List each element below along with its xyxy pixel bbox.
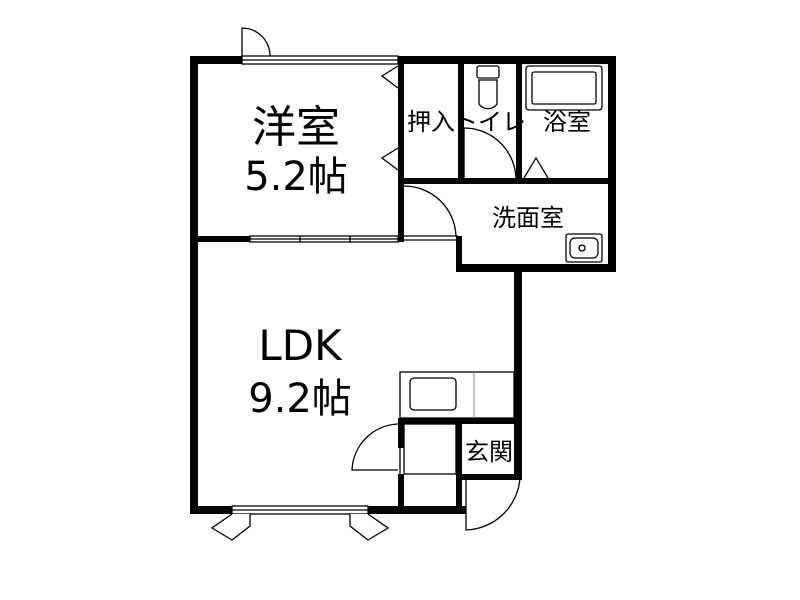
wall-toilet-bath [516,56,522,180]
wall-closet-toilet [458,56,464,180]
wall-entrance-right [514,424,522,478]
wall-left [190,56,198,514]
wall-wash-left [456,236,462,272]
kitchen-counter [399,371,515,419]
bathroom-name: 浴室 [543,108,591,136]
walls [190,56,616,514]
toilet-name: トイレ [454,108,526,136]
doors [210,27,570,541]
closet-door-upper [380,65,399,89]
wall-bath-right [608,56,616,272]
bottom-window-left-leaf [210,513,251,541]
wall-entrance-left-lower [398,474,404,514]
western-room-name: 洋室 [252,102,340,153]
wall-bottom-left [190,506,232,514]
wall-western-right [398,56,404,242]
ldk-size: 9.2帖 [248,376,352,422]
shoe-cabinet [403,423,457,475]
bath-door-fold [523,156,549,179]
washroom-door-swing [403,185,457,237]
wall-top-left [190,56,242,64]
wall-western-bottom [190,236,250,242]
wall-top-right [398,56,616,64]
fixtures [399,65,603,475]
front-door-swing [465,477,521,531]
wall-entrance-divider [456,418,462,514]
closet-name: 押入 [407,108,455,136]
western-room-size: 5.2帖 [244,154,348,200]
toilet-fixture [476,65,500,110]
wall-wash-bottom [456,264,616,272]
room-labels: 洋室 5.2帖 押入 トイレ 浴室 洗面室 LDK 9.2帖 玄関 [244,102,591,466]
bottom-window-right-leaf [349,513,390,541]
toilet-door-swing [463,127,517,181]
top-door-swing [241,27,271,57]
entrance-inner-door-swing [351,423,399,471]
wall-bottom-mid [368,506,466,514]
bathtub [525,65,603,111]
washroom-name: 洗面室 [492,204,564,232]
ldk-name: LDK [258,321,343,370]
wash-basin [565,233,603,263]
wall-ldk-right [514,264,522,424]
closet-door-lower [380,147,399,171]
wall-wash-top [398,178,616,184]
entrance-name: 玄関 [465,438,513,466]
wall-entrance-left-upper [398,418,404,448]
wall-entrance-bottom-stub [460,474,522,480]
